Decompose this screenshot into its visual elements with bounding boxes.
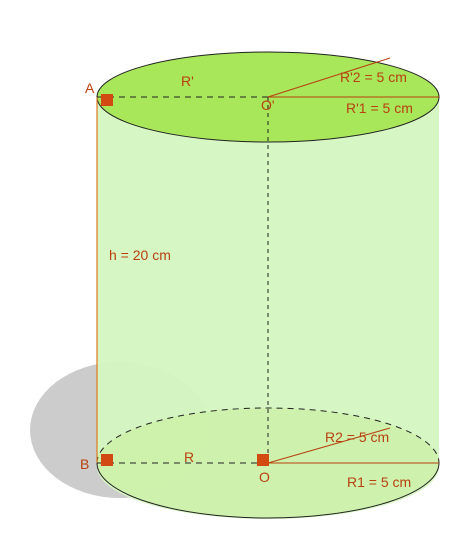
marker-b [101, 454, 113, 466]
label-top-r2: R'2 = 5 cm [340, 69, 407, 85]
label-top-radius: R' [181, 73, 194, 89]
marker-a [101, 94, 113, 106]
top-radius-r2-line [267, 57, 391, 98]
label-point-b: B [80, 456, 89, 472]
label-top-r1: R'1 = 5 cm [346, 100, 413, 116]
label-point-a: A [85, 80, 95, 96]
label-bottom-r1: R1 = 5 cm [347, 474, 411, 490]
bottom-face-back-edge [96, 407, 440, 464]
label-height: h = 20 cm [109, 247, 171, 263]
bottom-radius-r2-line [267, 427, 391, 464]
label-point-o: O [259, 469, 270, 485]
label-bottom-r2: R2 = 5 cm [325, 429, 389, 445]
marker-o [257, 454, 269, 466]
label-bottom-radius: R [184, 449, 194, 465]
label-point-o-prime: O' [261, 97, 275, 113]
bottom-face-front-edge [96, 462, 440, 519]
